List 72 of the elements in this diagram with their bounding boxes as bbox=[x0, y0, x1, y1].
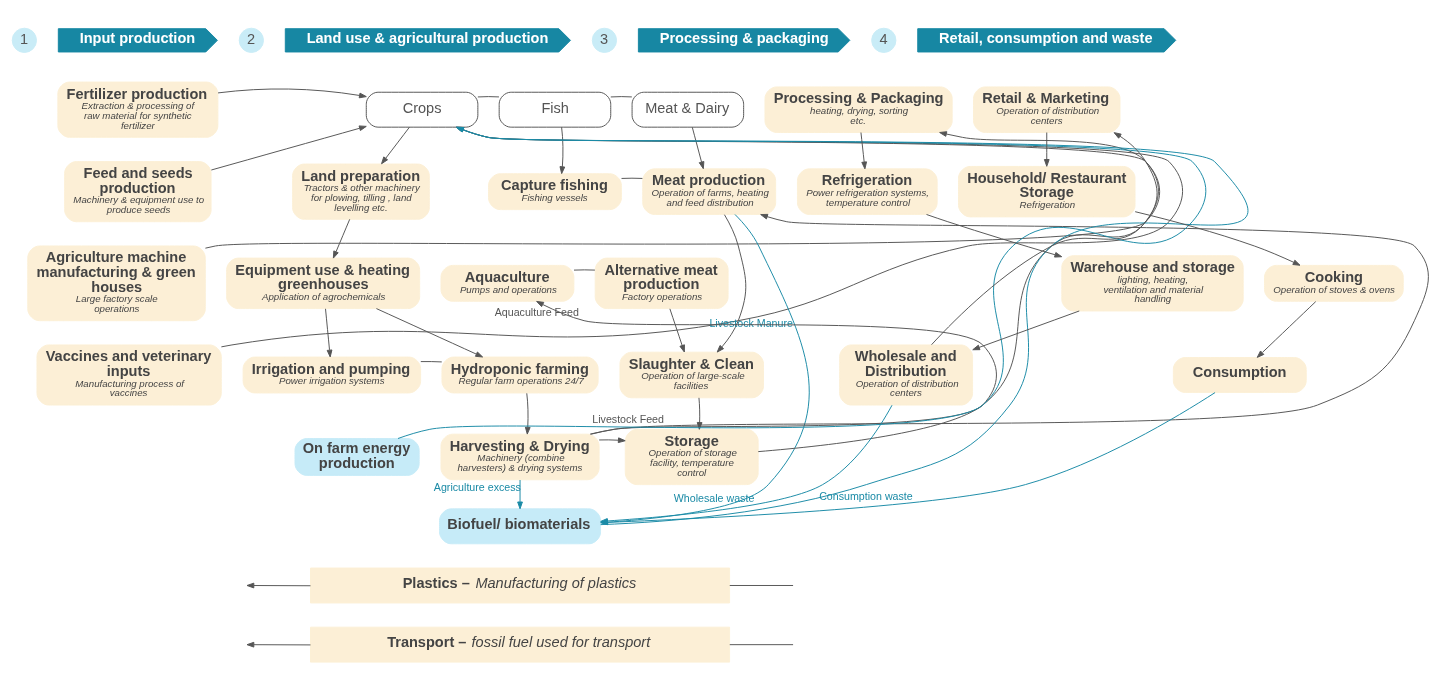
edge-label: Wholesale waste bbox=[673, 491, 755, 504]
arrow bbox=[381, 126, 410, 164]
node-box: Irrigation and pumping Power irrigation systems bbox=[242, 356, 422, 393]
node-box: Refrigeration Power refrigeration systems, temperature control bbox=[797, 167, 938, 215]
arrow bbox=[332, 218, 351, 259]
node-box: Storage Operation of storage facility, temperature control bbox=[624, 428, 759, 485]
node-box: Harvesting & Drying Machinery (combine harvesters) & drying systems bbox=[440, 433, 600, 480]
node-circle: 1 bbox=[11, 27, 37, 53]
arrow bbox=[669, 307, 685, 352]
arrow bbox=[691, 126, 705, 169]
node-box: Cooking Operation of stoves & ovens bbox=[1264, 264, 1404, 302]
arrow bbox=[375, 307, 484, 357]
connector bbox=[729, 643, 794, 645]
arrow bbox=[860, 131, 868, 169]
edge-label: Aquaculture Feed bbox=[494, 305, 579, 318]
node-box: Transport – fossil fuel used for transport bbox=[310, 626, 731, 663]
node-box: Meat & Dairy bbox=[631, 91, 745, 128]
arrow bbox=[931, 131, 1158, 345]
arrow bbox=[524, 392, 531, 435]
arrow bbox=[757, 130, 1159, 452]
node-box: Wholesale and Distribution Operation of distribution centers bbox=[839, 343, 974, 406]
arrow bbox=[1256, 300, 1317, 358]
arrow bbox=[1134, 210, 1301, 266]
arrow bbox=[517, 479, 523, 509]
node-box: Aquaculture Pumps and operations bbox=[440, 264, 575, 302]
arrow bbox=[926, 213, 1063, 258]
node-box: Vaccines and veterinary inputs Manufacturing process of vaccines bbox=[36, 343, 222, 406]
arrow bbox=[397, 126, 1207, 439]
arrow bbox=[559, 126, 566, 174]
node-box: Fish bbox=[498, 91, 612, 128]
arrow bbox=[217, 88, 367, 98]
connector bbox=[621, 177, 643, 179]
connector bbox=[610, 95, 633, 97]
arrow bbox=[246, 582, 311, 588]
edge-label: Agriculture excess bbox=[433, 480, 521, 493]
edge-label: Livestock Feed bbox=[592, 412, 664, 425]
node-box: Slaughter & Clean Operation of large-scale facilities bbox=[619, 351, 764, 398]
node-box: Retail & Marketing Operation of distribution centers bbox=[973, 85, 1121, 133]
node-box: Feed and seeds production Machinery & equipment use to produce seeds bbox=[64, 160, 212, 222]
node-box: Household/ Restaurant Storage Refrigeration bbox=[958, 165, 1136, 217]
connector bbox=[573, 268, 596, 271]
arrow bbox=[589, 213, 1429, 435]
node-box: Fertilizer production Extraction & processing of raw material for synthetic fertilizer bbox=[57, 81, 219, 138]
connector bbox=[729, 584, 794, 586]
arrow bbox=[246, 641, 311, 648]
node-circle: 2 bbox=[238, 27, 264, 53]
arrow bbox=[536, 300, 997, 435]
node-box: Agriculture machine manufacturing & green houses Large factory scale operations bbox=[27, 245, 206, 321]
arrow bbox=[598, 436, 626, 443]
node-circle: 3 bbox=[591, 27, 618, 53]
node-box: Meat production Operation of farms, heating and feed distribution bbox=[642, 167, 777, 215]
connector bbox=[477, 95, 500, 97]
node-box: Equipment use & heating greenhouses Application of agrochemicals bbox=[226, 257, 421, 309]
arrow bbox=[716, 213, 747, 353]
node-circle: 4 bbox=[871, 27, 897, 53]
arrow bbox=[972, 310, 1080, 350]
node-box: Hydroponic farming Regular farm operations 24/7 bbox=[441, 356, 599, 393]
node-box: Plastics – Manufacturing of plastics bbox=[310, 567, 731, 603]
node-box: On farm energy production bbox=[294, 437, 420, 476]
edge-label: Consumption waste bbox=[819, 489, 913, 502]
node-box: Crops bbox=[365, 91, 479, 128]
node-box: Alternative meat production Factory operations bbox=[594, 257, 729, 309]
node-box: Consumption bbox=[1172, 356, 1307, 393]
arrow bbox=[210, 124, 367, 170]
connector bbox=[420, 360, 443, 362]
node-box: Capture fishing Fishing vessels bbox=[488, 172, 622, 210]
arrow bbox=[325, 307, 333, 357]
node-box: Land preparation Tractors & other machinery for plowing, tilling , land levelling etc. bbox=[292, 163, 430, 220]
node-box: Biofuel/ biomaterials bbox=[439, 507, 602, 544]
node-box: Processing & Packaging heating, drying, sorting etc. bbox=[764, 85, 953, 133]
node-box: Warehouse and storage lighting, heating, ventilation and material handling bbox=[1061, 254, 1244, 311]
arrow bbox=[1043, 131, 1050, 167]
